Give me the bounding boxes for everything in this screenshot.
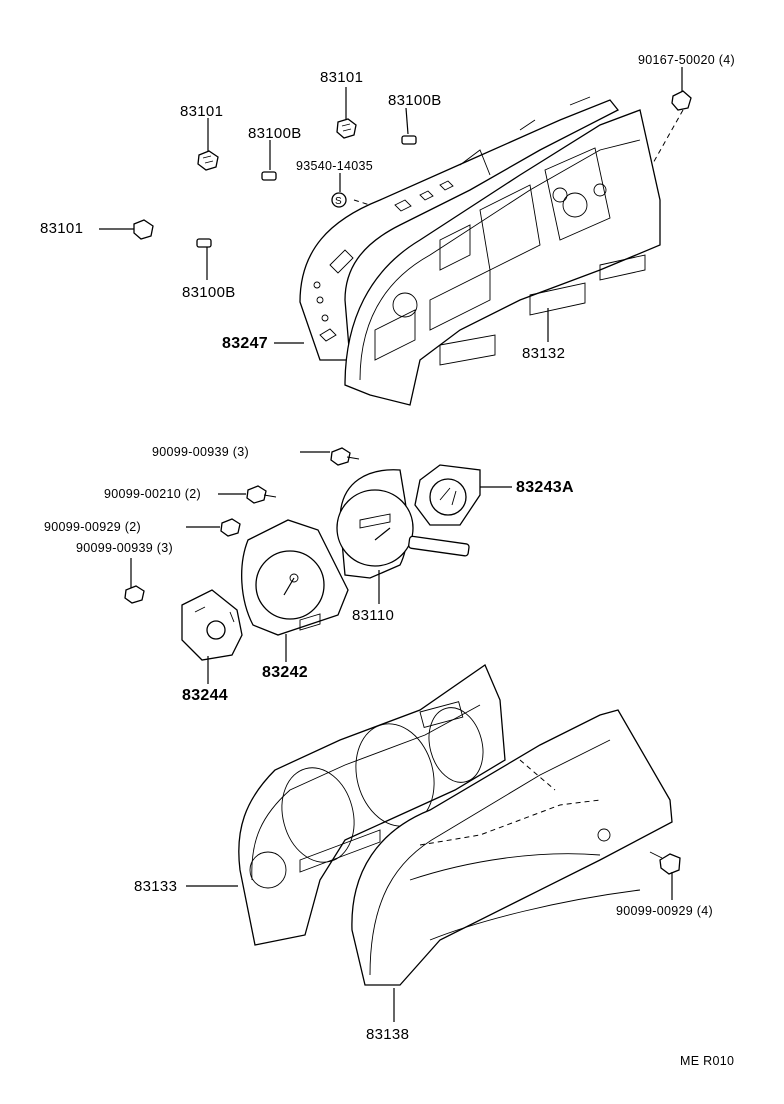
screw-90099-00929-a (220, 518, 241, 537)
label-83132: 83132 (522, 345, 566, 362)
label-90099-00929-b: 90099-00929 (4) (616, 904, 713, 918)
bulb-socket-83101-b (336, 118, 357, 139)
bulb-83100b-a (401, 135, 417, 145)
label-83100b-c: 83100B (182, 284, 236, 301)
label-83100b-a: 83100B (388, 92, 442, 109)
label-83247: 83247 (222, 335, 268, 352)
label-83110: 83110 (352, 607, 395, 624)
label-83244: 83244 (182, 687, 228, 704)
meter-cover-83133 (238, 664, 506, 946)
bulb-socket-83101-a (197, 150, 219, 171)
screw-90099-00939-b (124, 585, 145, 604)
screw-90099-00210 (246, 485, 277, 504)
screw-90099-00929-b (649, 851, 681, 875)
label-83242: 83242 (262, 664, 308, 681)
meter-glass-83138 (351, 709, 673, 986)
tachometer-83242 (241, 519, 349, 636)
label-83133: 83133 (134, 878, 178, 895)
label-90167-50020: 90167-50020 (4) (638, 53, 735, 67)
label-83138: 83138 (366, 1026, 410, 1043)
label-83100b-b: 83100B (248, 125, 302, 142)
clip-93540: S (331, 192, 347, 208)
diagram-code: ME R010 (680, 1054, 735, 1068)
temperature-gauge-83244 (181, 589, 243, 661)
svg-text:S: S (335, 196, 342, 207)
label-93540-14035: 93540-14035 (296, 159, 373, 173)
meter-case-83132 (344, 96, 661, 406)
label-83243a: 83243A (516, 479, 574, 496)
label-90099-00939-b: 90099-00939 (3) (76, 541, 173, 555)
speedometer-83110 (336, 469, 470, 579)
label-90099-00210: 90099-00210 (2) (104, 487, 201, 501)
fuel-gauge-83243a (414, 464, 481, 526)
bulb-83100b-c (196, 238, 212, 248)
bulb-socket-83101-c (133, 219, 154, 240)
label-83101-b: 83101 (320, 69, 364, 86)
label-90099-00939-a: 90099-00939 (3) (152, 445, 249, 459)
label-83101-c: 83101 (40, 220, 84, 237)
label-90099-00929-a: 90099-00929 (2) (44, 520, 141, 534)
printed-circuit-83247 (299, 99, 620, 361)
screw-90167 (671, 90, 692, 111)
screw-90099-00939-a (330, 447, 360, 466)
label-83101-a: 83101 (180, 103, 224, 120)
bulb-83100b-b (261, 171, 277, 181)
